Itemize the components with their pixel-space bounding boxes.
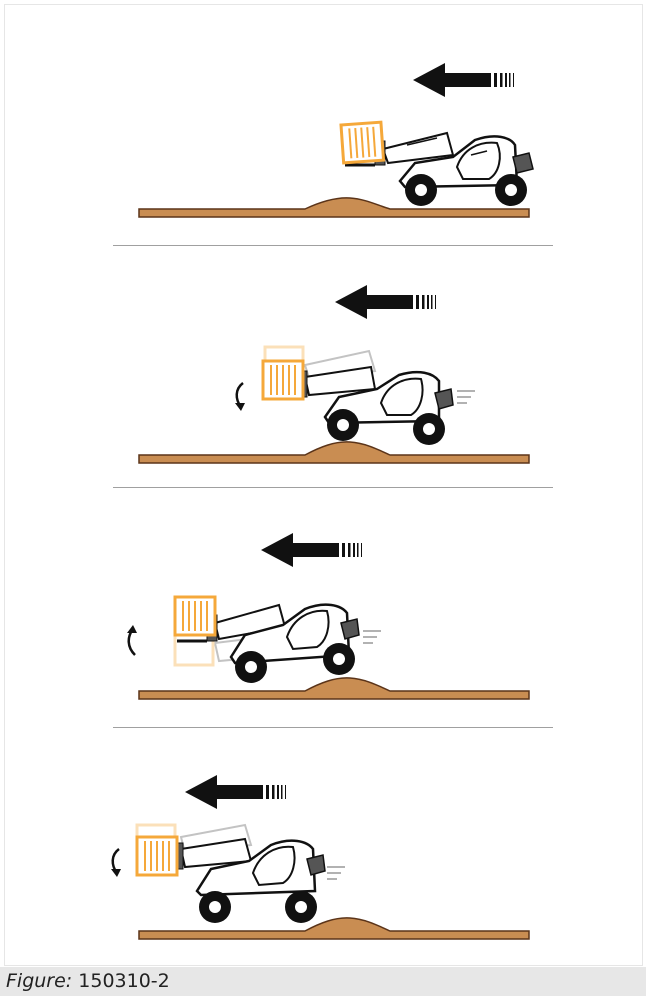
pallet-load-icon: [137, 837, 177, 875]
panel-3-rear-wheels-on-bump: [5, 505, 646, 745]
panel-1-approach: [5, 45, 646, 285]
divider-2: [113, 487, 553, 488]
pallet-load-icon: [175, 597, 215, 635]
ground-with-bump: [139, 678, 529, 699]
pallet-load-icon: [341, 122, 384, 163]
rotation-arrow-icon: [111, 849, 121, 877]
ground-with-bump: [139, 918, 529, 939]
ground-with-bump: [139, 198, 529, 217]
divider-3: [113, 727, 553, 728]
figure-caption: Figure: 150310-2: [0, 967, 646, 996]
motion-arrow-icon: [413, 63, 514, 97]
panel-2-front-wheels-on-bump: [5, 267, 646, 507]
motion-arrow-icon: [335, 285, 436, 319]
caption-number: 150310-2: [78, 970, 169, 992]
pallet-load-icon: [263, 361, 303, 399]
rotation-arrow-icon: [235, 383, 245, 411]
motion-arrow-icon: [185, 775, 286, 809]
panel-4-past-bump: [5, 745, 646, 985]
figure-frame: [4, 4, 643, 966]
rotation-arrow-icon: [127, 625, 137, 655]
ground-with-bump: [139, 442, 529, 463]
divider-1: [113, 245, 553, 246]
caption-label: Figure:: [6, 970, 72, 992]
motion-arrow-icon: [261, 533, 362, 567]
